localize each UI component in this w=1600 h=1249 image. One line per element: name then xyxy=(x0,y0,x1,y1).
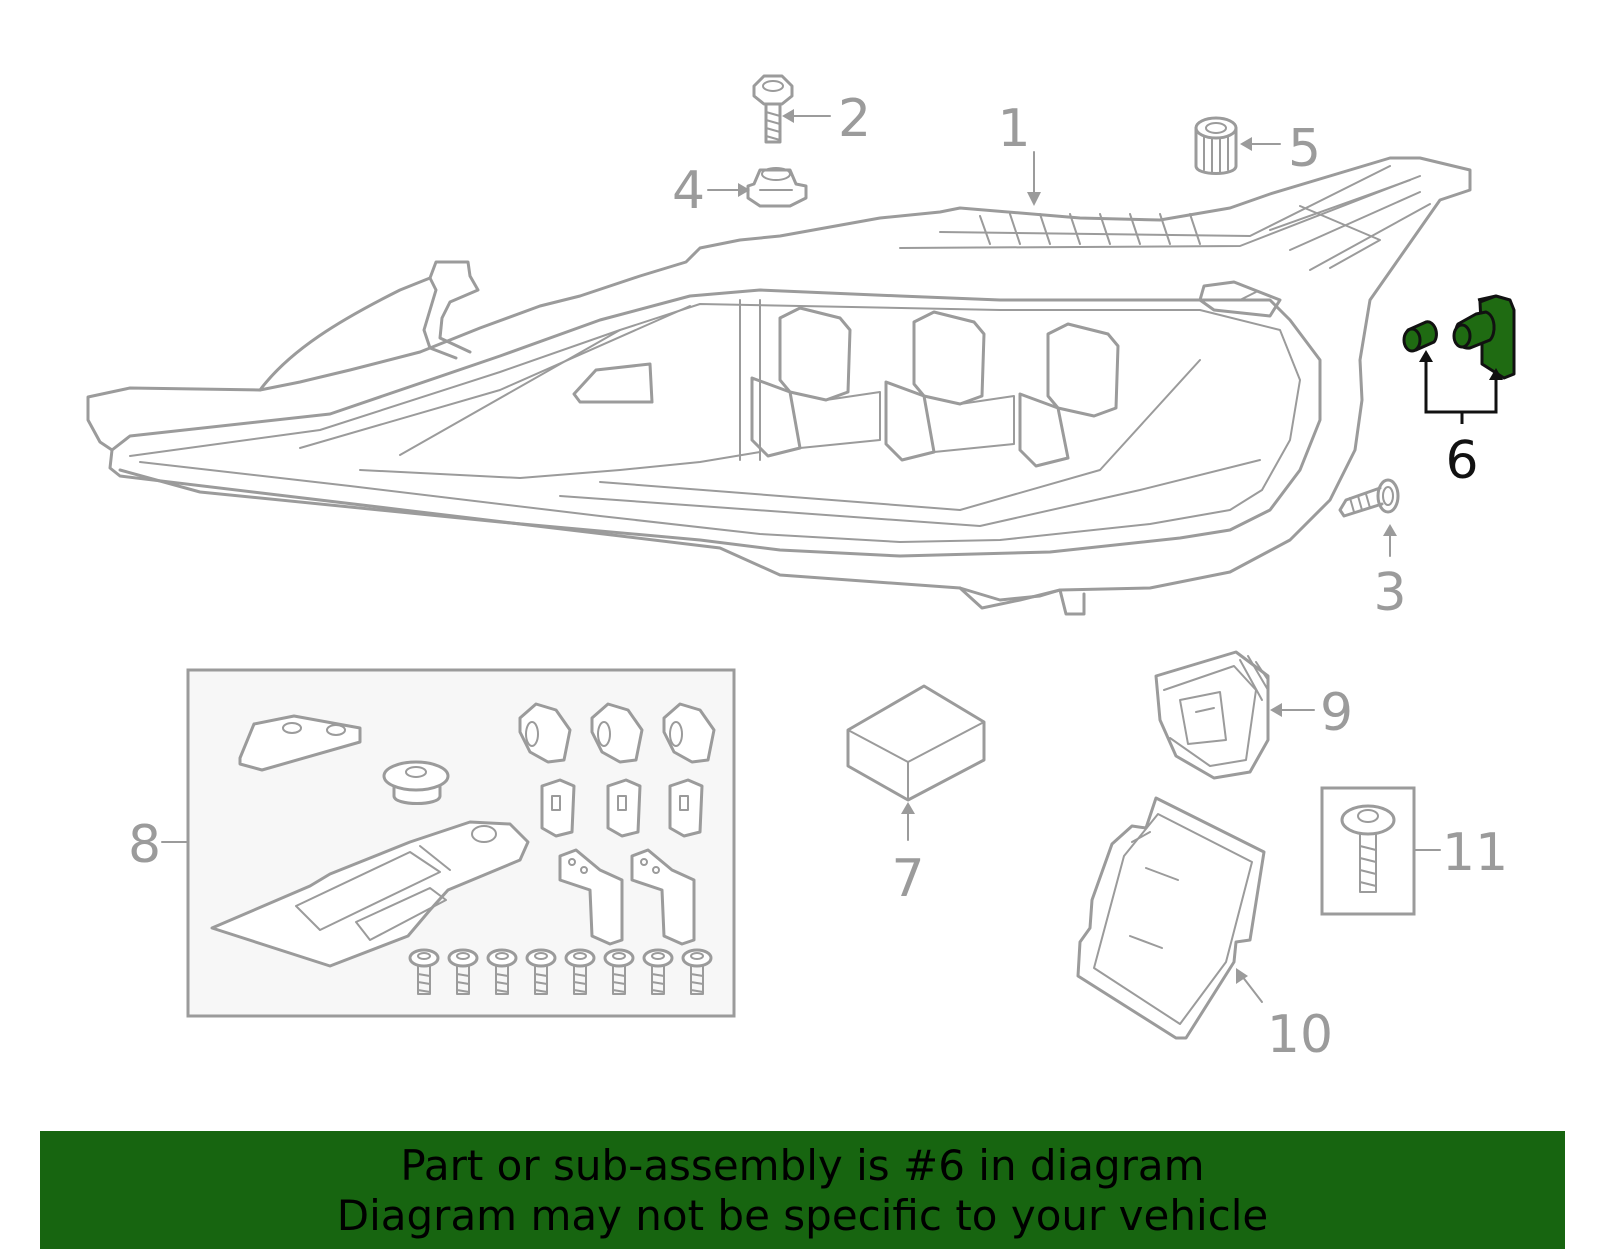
svg-text:8: 8 xyxy=(128,815,161,875)
bulb-part-6a xyxy=(1402,320,1438,353)
callout-2: 2 xyxy=(782,89,871,149)
nut-clip-part-4 xyxy=(746,167,808,208)
control-module-part-10 xyxy=(1076,796,1266,1040)
svg-text:6: 6 xyxy=(1445,431,1478,491)
svg-text:7: 7 xyxy=(891,849,924,909)
socket-part-6b xyxy=(1452,294,1516,380)
screw-part-11 xyxy=(1320,786,1416,916)
callout-11: 11 xyxy=(1413,823,1508,883)
svg-text:10: 10 xyxy=(1267,1005,1333,1065)
banner-line-part-number: Part or sub-assembly is #6 in diagram xyxy=(400,1141,1205,1190)
headlamp-assembly xyxy=(86,156,1472,616)
info-banner: Part or sub-assembly is #6 in diagram Di… xyxy=(40,1131,1565,1249)
callout-4: 4 xyxy=(672,161,750,221)
callout-6: 6 xyxy=(1419,350,1503,491)
svg-text:4: 4 xyxy=(672,161,705,221)
callout-1: 1 xyxy=(997,99,1041,206)
clip-set xyxy=(518,702,716,764)
callout-10: 10 xyxy=(1236,968,1333,1065)
svg-text:9: 9 xyxy=(1320,683,1353,743)
banner-line-disclaimer: Diagram may not be specific to your vehi… xyxy=(336,1191,1269,1240)
callout-9: 9 xyxy=(1270,683,1353,743)
callout-3: 3 xyxy=(1373,524,1407,623)
svg-text:2: 2 xyxy=(838,89,871,149)
led-module-1 xyxy=(750,306,881,458)
svg-text:3: 3 xyxy=(1373,563,1406,623)
module-part-7 xyxy=(846,684,986,802)
ballast-part-9 xyxy=(1154,650,1270,780)
highlighted-part-6 xyxy=(1402,294,1516,380)
screw-set xyxy=(408,948,713,995)
callout-8: 8 xyxy=(128,815,189,875)
svg-text:11: 11 xyxy=(1442,823,1508,883)
callout-7: 7 xyxy=(891,802,925,909)
led-module-3 xyxy=(1018,322,1120,468)
svg-text:1: 1 xyxy=(997,99,1030,159)
callout-5: 5 xyxy=(1240,119,1321,179)
screw-part-3 xyxy=(1338,478,1400,518)
svg-text:5: 5 xyxy=(1288,119,1321,179)
bolt-part-2 xyxy=(752,74,794,144)
bracket-kit-part-8 xyxy=(186,668,736,1018)
cap-part-5 xyxy=(1194,116,1238,175)
led-module-2 xyxy=(884,310,1015,462)
